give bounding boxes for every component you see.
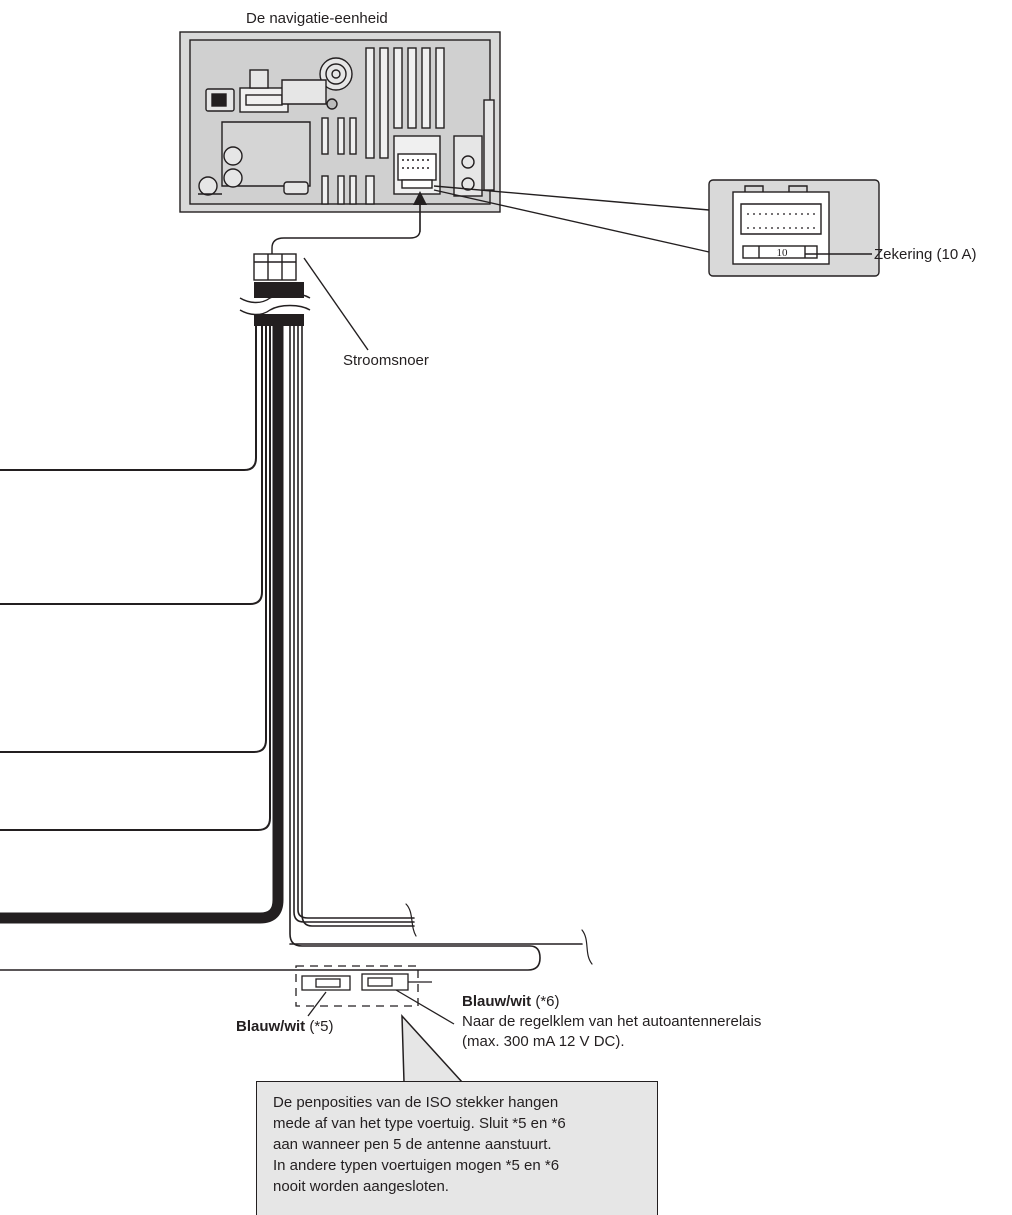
wire6-desc-1: Naar de regelklem van het autoantennerel… — [462, 1013, 762, 1030]
wire5-ref: (*5) — [309, 1018, 334, 1035]
power-cord-label: Stroomsnoer — [343, 352, 429, 369]
power-cord — [253, 191, 427, 351]
cord-break-top — [254, 282, 304, 298]
cord-break-bottom — [254, 314, 304, 326]
fuse-callout — [433, 179, 880, 277]
note-line: aan wanneer pen 5 de antenne aanstuurt. — [273, 1136, 552, 1153]
wire6-label: Blauw/wit (*6) — [462, 992, 560, 1011]
note-line: nooit worden aangesloten. — [273, 1178, 449, 1195]
note-line: De penposities van de ISO stekker hangen — [273, 1094, 559, 1111]
antenna-connectors — [295, 965, 455, 1025]
fuse-value-text: 10 — [777, 247, 789, 259]
unit-title: De navigatie-eenheid — [246, 10, 388, 27]
wire5-name: Blauw/wit — [236, 1018, 306, 1035]
note-line: In andere typen voertuigen mogen *5 en *… — [273, 1157, 560, 1174]
iso-note-box: De penposities van de ISO stekker hangen… — [256, 1081, 658, 1215]
wire5-label: Blauw/wit (*5) — [236, 1017, 334, 1036]
wire6-name: Blauw/wit — [462, 993, 532, 1010]
note-line: mede af van het type voertuig. Sluit *5 … — [273, 1115, 566, 1132]
fuse-label: Zekering (10 A) — [874, 246, 977, 263]
note-pointer — [401, 1013, 464, 1083]
wire6-desc-2: (max. 300 mA 12 V DC). — [462, 1033, 625, 1050]
wire6-ref: (*6) — [535, 993, 560, 1010]
navigation-unit — [179, 31, 501, 213]
wire-bundle — [0, 320, 593, 971]
